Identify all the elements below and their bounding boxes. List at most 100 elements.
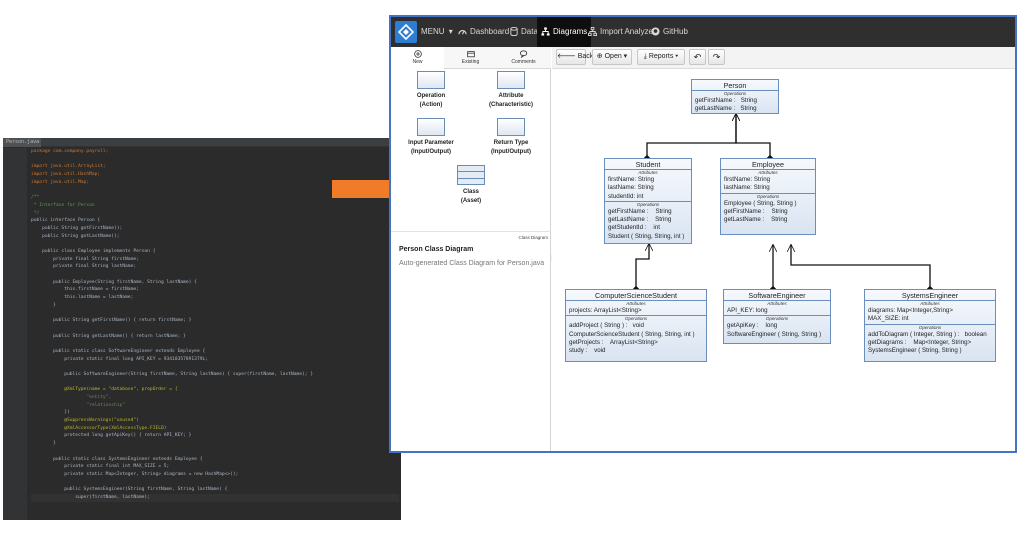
code-line: 21 }: [31, 302, 399, 310]
code-line: 28 private static final long API_KEY = 9…: [31, 356, 399, 364]
palette-input-parameter-label: Input Parameter: [408, 140, 454, 146]
folder-open-icon: ⊕: [596, 53, 605, 60]
nav-dashboard[interactable]: Dashboard: [458, 17, 509, 47]
code-text: /**: [31, 195, 40, 201]
palette-return-type-sub: (Input/Output): [491, 149, 531, 155]
download-icon: ⤓: [643, 53, 649, 60]
tab-existing[interactable]: Existing: [444, 47, 497, 69]
code-line: 30 public SoftwareEngineer(String firstN…: [31, 371, 399, 379]
palette-class[interactable]: Class (Asset): [431, 163, 511, 209]
code-line: 42 private static final int MAX_SIZE = 5…: [31, 463, 399, 471]
uml-class-systems-engineer[interactable]: SystemsEngineer Attributes diagrams: Map…: [864, 289, 996, 362]
diagram-type-label: Class Diagram: [518, 235, 548, 240]
attributes-list: diagrams: Map<Integer,String>MAX_SIZE: i…: [865, 307, 995, 324]
reports-button-label: Reports: [648, 53, 674, 60]
app-logo[interactable]: [395, 21, 417, 43]
attribute-shape-icon: [497, 71, 525, 89]
code-line: 11 public String getFirstName();: [31, 225, 399, 233]
code-text: }): [31, 410, 70, 416]
code-line: 19 this.firstName = firstName;: [31, 286, 399, 294]
tab-comments[interactable]: Comments: [497, 47, 550, 69]
toolbox-tabs: New Existing Comments: [391, 47, 551, 69]
palette-operation[interactable]: Operation (Action): [391, 69, 471, 115]
code-text: * Interface for Person: [31, 202, 95, 208]
code-line: 8 * Interface for Person: [31, 202, 399, 210]
code-line: 14 public class Employee implements Pers…: [31, 248, 399, 256]
code-line: 22: [31, 309, 399, 317]
sitemap-icon: [588, 27, 597, 37]
dashboard-icon: [458, 30, 467, 35]
operations-label: Operations: [566, 315, 706, 322]
undo-button[interactable]: ↶: [689, 49, 706, 65]
class-member: getStudentId : int: [608, 224, 660, 232]
code-text: package com.company.payroll;: [31, 149, 109, 154]
code-text: private static final long API_KEY = 9341…: [31, 356, 209, 362]
code-line: 17: [31, 271, 399, 279]
palette-input-parameter[interactable]: Input Parameter (Input/Output): [391, 116, 471, 162]
palette-class-label: Class: [462, 189, 479, 195]
code-text: @XmlAccessorType(XmlAccessType.FIELD): [31, 425, 167, 431]
diagram-description: Auto-generated Class Diagram for Person.…: [399, 260, 545, 267]
diagram-toolbar: 🡐 Back ⊕ Open ▾ ⤓ Reports ▾ ↶ ↷: [552, 47, 1015, 69]
back-button[interactable]: 🡐 Back: [556, 49, 593, 65]
class-member: addToDiagram ( Integer, String ) : boole…: [868, 330, 987, 338]
nav-github[interactable]: GitHub: [651, 17, 688, 47]
tab-comments-label: Comments: [511, 59, 536, 65]
code-text: public class Employee implements Person …: [31, 248, 156, 254]
code-text: public static class SoftwareEngineer ext…: [31, 348, 206, 354]
undo-icon: ↶: [693, 52, 702, 62]
operations-list: Employee ( String, String )getFirstName …: [721, 200, 815, 225]
nav-menu-label: MENU: [421, 27, 445, 37]
nav-diagrams[interactable]: Diagrams: [537, 17, 592, 47]
editor-tab[interactable]: Person.java: [3, 138, 41, 147]
code-text: public String getFirstName() { return fi…: [31, 318, 192, 324]
open-button[interactable]: ⊕ Open ▾: [592, 49, 632, 65]
class-member: getFirstName : String: [724, 207, 788, 215]
code-text: private final String firstName;: [31, 256, 139, 262]
code-line: 18 public Employee(String firstName, Str…: [31, 279, 399, 287]
code-text: private static Map<Integer, String> diag…: [31, 471, 239, 477]
code-line: 27 public static class SoftwareEngineer …: [31, 348, 399, 356]
palette-return-type[interactable]: Return Type (Input/Output): [471, 116, 551, 162]
diagram-info[interactable]: Class Diagram Person Class Diagram Auto-…: [391, 231, 551, 271]
code-line: 26: [31, 340, 399, 348]
code-text: super(firstName, lastName);: [31, 494, 150, 500]
folder-icon: [466, 51, 475, 58]
tab-new[interactable]: New: [391, 47, 444, 69]
uml-class-computer-science-student[interactable]: ComputerScienceStudent Attributes projec…: [565, 289, 707, 362]
nav-menu[interactable]: MENU ▾: [421, 17, 456, 47]
code-text: "entity",: [31, 395, 112, 400]
code-line: 43 private static Map<Integer, String> d…: [31, 471, 399, 479]
reports-button[interactable]: ⤓ Reports ▾: [637, 49, 685, 65]
operations-label: Operations: [865, 323, 995, 331]
class-member: studentId: int: [608, 192, 644, 200]
back-button-label: Back: [577, 53, 594, 60]
uml-class-software-engineer[interactable]: SoftwareEngineer Attributes API_KEY: lon…: [723, 289, 831, 344]
logo-icon: [398, 24, 414, 40]
code-line: 13: [31, 240, 399, 248]
code-line: 23 public String getFirstName() { return…: [31, 317, 399, 325]
code-area[interactable]: 1package com.company.payroll;23import ja…: [31, 148, 399, 502]
nav-import-analyzer[interactable]: Import Analyzer: [588, 17, 656, 47]
code-line: 40: [31, 448, 399, 456]
code-line: 4import java.util.HashMap;: [31, 171, 399, 179]
class-member: getDiagrams : Map<Integer, String>: [868, 338, 972, 346]
class-name: Person: [692, 80, 778, 91]
inheritance-edges: [552, 69, 1015, 451]
palette-attribute[interactable]: Attribute (Characteristic): [471, 69, 551, 115]
class-member: ComputerScienceStudent ( String, String,…: [569, 330, 695, 338]
class-member: getLastName : String: [695, 105, 757, 113]
class-member: study : void: [569, 347, 606, 355]
class-member: API_KEY: long: [727, 307, 768, 314]
operations-label: Operations: [605, 200, 691, 208]
class-member: lastName: String: [724, 184, 770, 192]
redo-button[interactable]: ↷: [708, 49, 725, 65]
